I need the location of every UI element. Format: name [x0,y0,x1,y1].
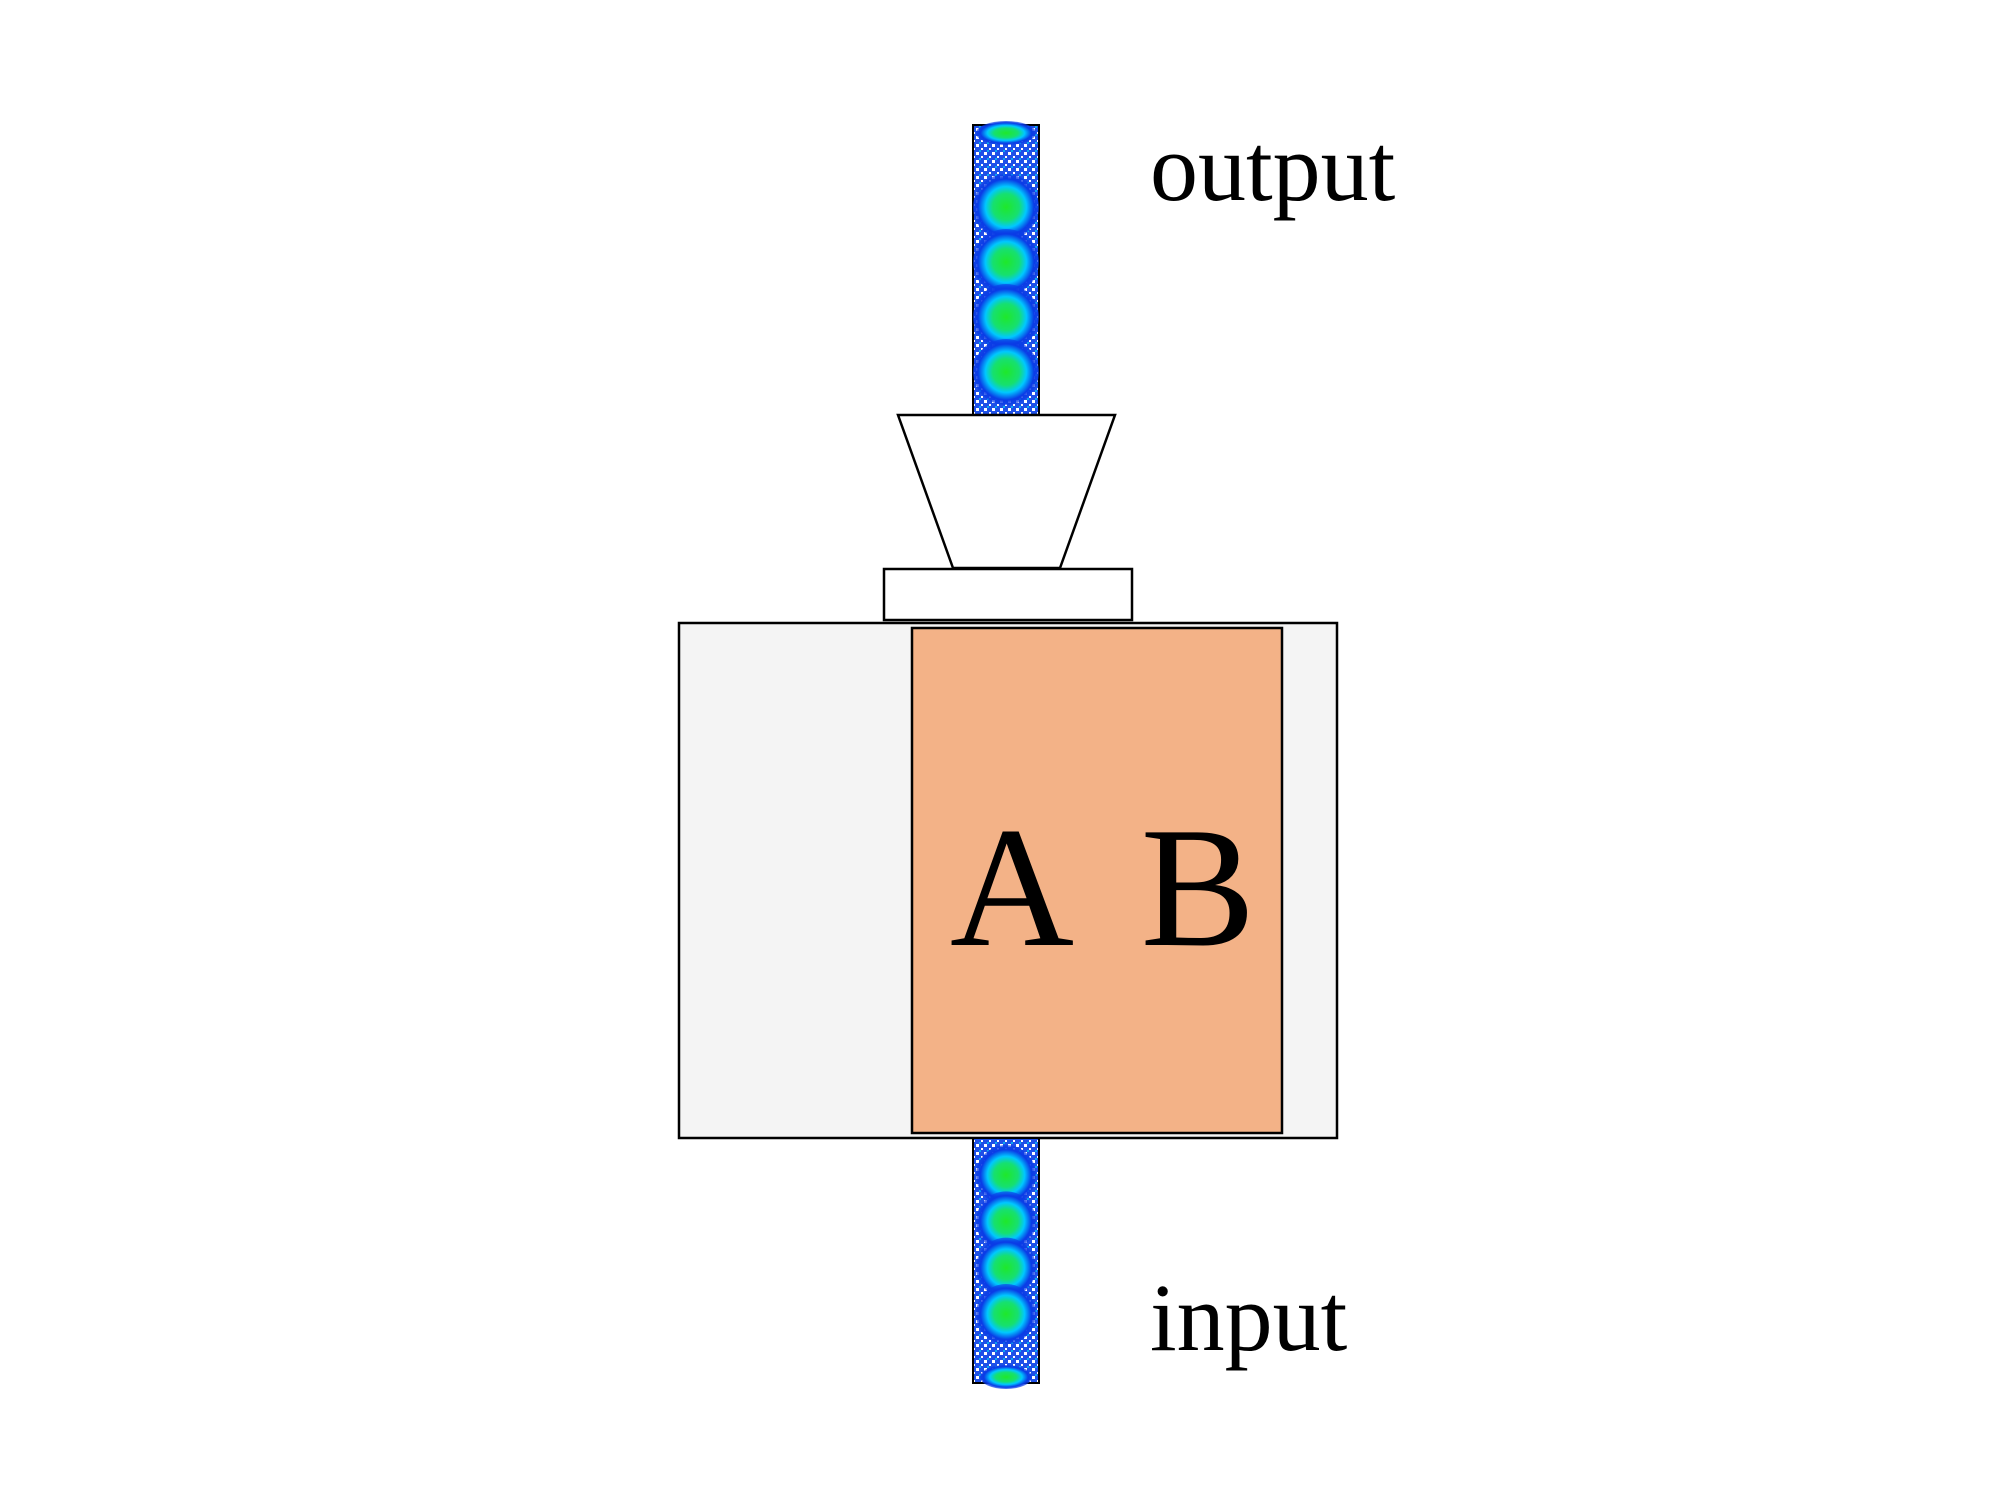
output-label: output [1150,114,1396,221]
lid-plate [882,567,1134,622]
input-label: input [1150,1264,1348,1371]
output-tube [972,121,1040,416]
particle [976,1237,1036,1298]
particle [976,1145,1036,1205]
particle [973,229,1039,295]
particle-cap [976,121,1036,145]
output-particles [973,121,1039,405]
funnel [896,413,1117,570]
particle [973,284,1039,350]
particle [973,174,1039,240]
chamber-label-a: A [950,793,1074,983]
chamber-label-b: B [1141,793,1256,983]
particle [976,1191,1036,1252]
reaction-chamber [910,626,1284,1135]
input-tube [972,1137,1040,1389]
particle [976,1284,1036,1344]
particle-cap [980,1365,1032,1389]
input-particles [976,1145,1036,1389]
particle [973,339,1039,405]
